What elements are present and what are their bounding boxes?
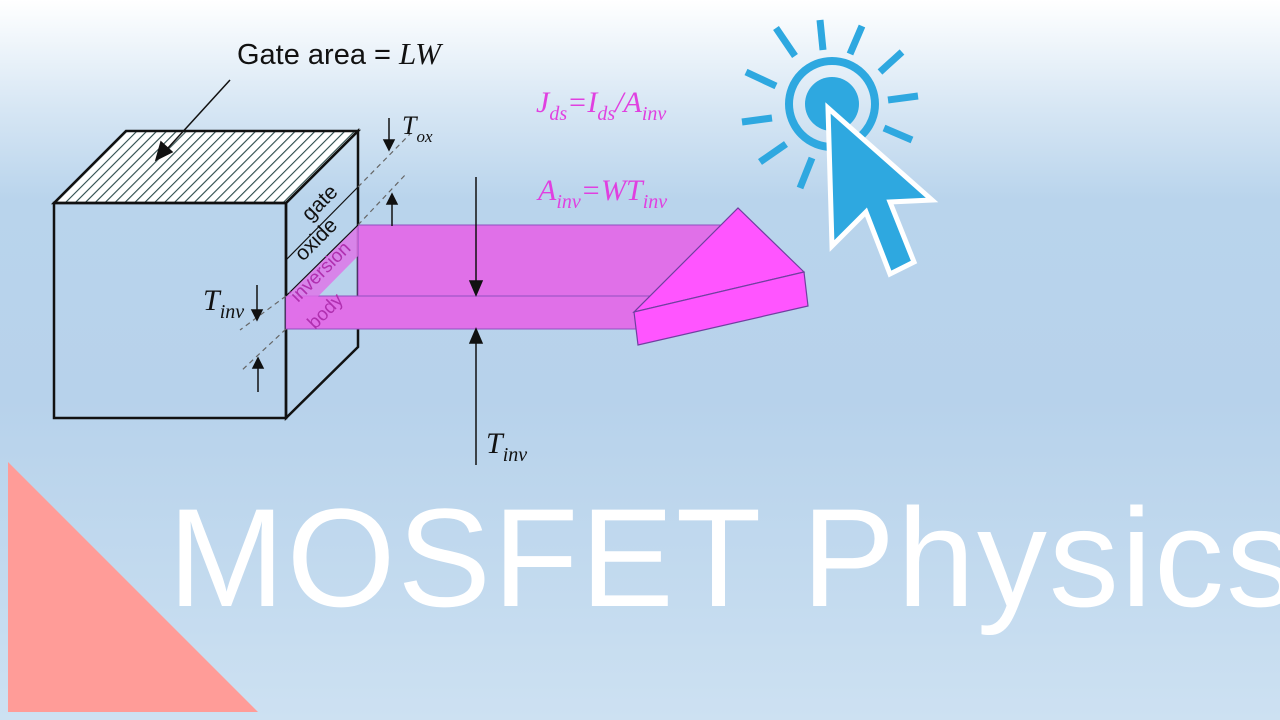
oxide-line-1 [285,186,359,261]
tinv-left-label: Tinv [203,284,244,323]
gate-top-face [50,129,362,205]
dimension-arrows [154,79,484,465]
device-cube [50,127,362,421]
click-cursor-icon [741,19,939,278]
page-title: MOSFET Physics [168,479,1280,636]
dimension-lines [239,133,411,373]
slab-diag-face [286,225,358,329]
cube-front-face [52,201,288,420]
tox-label: Tox [402,111,433,146]
corner-triangle [8,462,258,712]
gate-area-label: Gate area = LW [237,36,444,71]
slab-end-front [633,271,809,346]
inversion-slab [285,207,809,346]
inversion-area-equation: Ainv=WTinv [536,174,667,213]
tinv-bottom-label: Tinv [486,427,527,466]
oxide-line-2 [285,224,359,297]
current-density-equation: Jds=Ids/Ainv [536,86,666,125]
cube-side-face [284,127,360,421]
